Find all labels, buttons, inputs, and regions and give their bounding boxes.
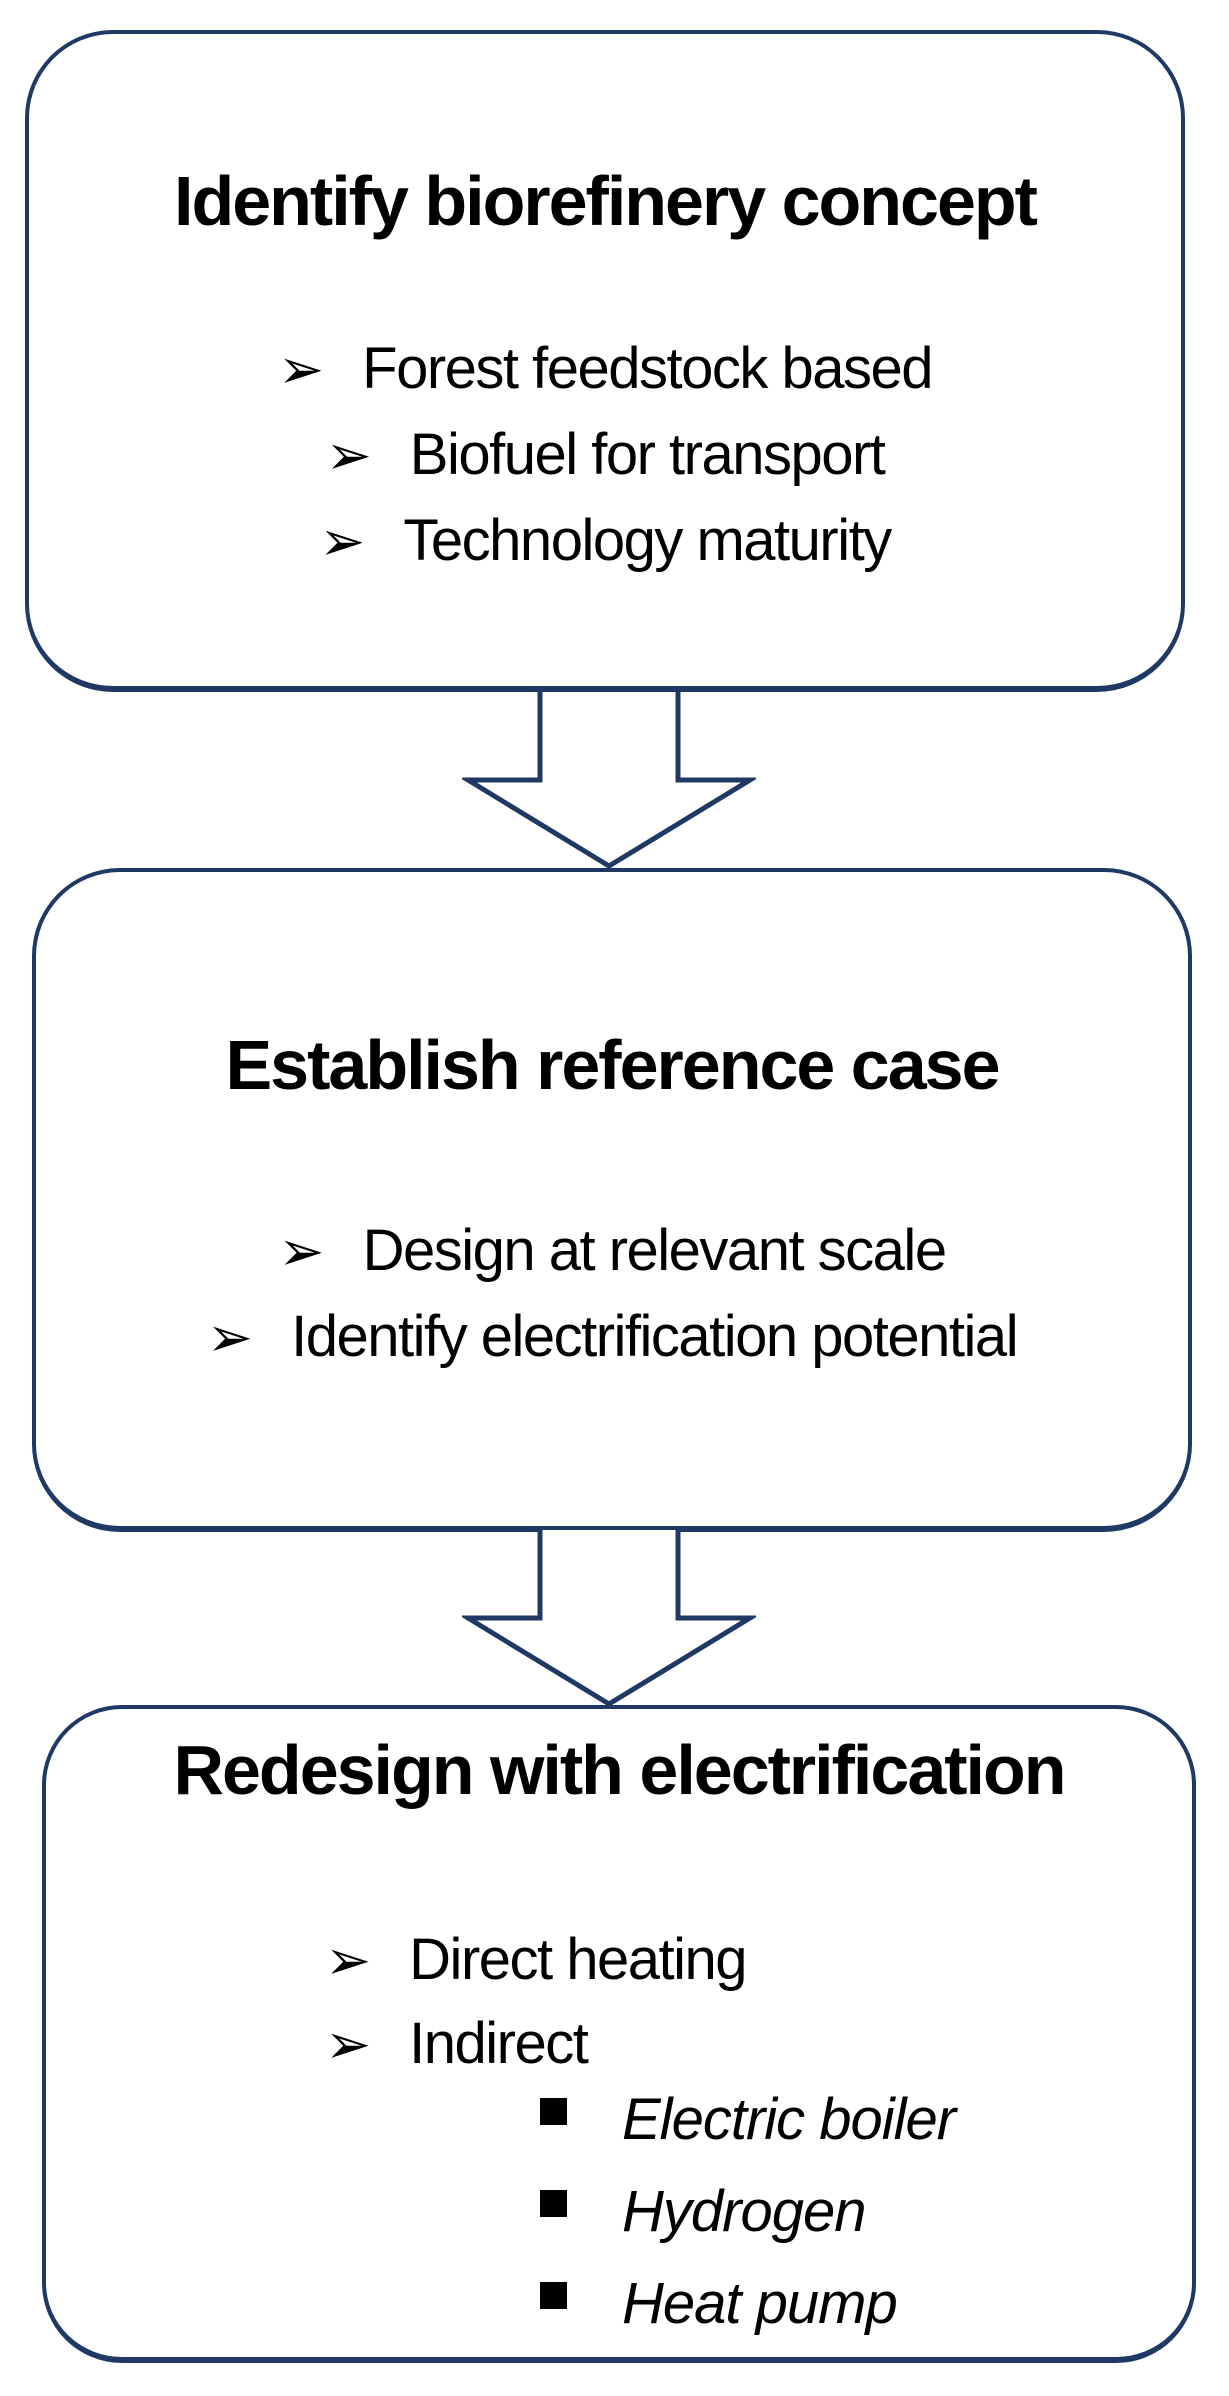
- flow-box-redesign-electrification: Redesign with electrification ➢ Direct he…: [42, 1705, 1196, 2363]
- sub-bullet-label: Heat pump: [622, 2271, 898, 2336]
- bullet-item: ➢ Forest feedstock based: [29, 326, 1181, 412]
- arrow-bullet-icon: ➢: [277, 337, 325, 401]
- arrow-bullet-icon: ➢: [325, 2012, 372, 2076]
- square-bullet-icon: [540, 2098, 567, 2125]
- bullet-label: Identify electrification potential: [291, 1304, 1019, 1369]
- square-bullet-icon: [540, 2190, 567, 2217]
- sub-bullet-list: Electric boiler Hydrogen Heat pump: [540, 2074, 956, 2350]
- down-arrow-icon: [462, 692, 756, 869]
- bullet-label: Design at relevant scale: [362, 1218, 948, 1283]
- bullet-list: ➢ Forest feedstock based ➢ Biofuel for tra…: [29, 326, 1181, 584]
- bullet-label: Indirect: [409, 2011, 589, 2076]
- bullet-label: Direct heating: [409, 1927, 747, 1992]
- bullet-item: ➢ Direct heating: [325, 1918, 748, 2002]
- bullet-label: Biofuel for transport: [409, 422, 886, 487]
- sub-bullet-label: Hydrogen: [622, 2179, 866, 2244]
- sub-bullet-item: Hydrogen: [540, 2166, 955, 2258]
- arrow-bullet-icon: ➢: [319, 509, 366, 573]
- sub-bullet-item: Heat pump: [540, 2258, 955, 2350]
- box-title: Redesign with electrification: [173, 1731, 1066, 1809]
- box-title: Identify biorefinery concept: [174, 162, 1038, 240]
- bullet-item: ➢ Design at relevant scale: [36, 1208, 1188, 1294]
- square-bullet-icon: [540, 2282, 567, 2309]
- sub-bullet-label: Electric boiler: [622, 2087, 956, 2152]
- box-title: Establish reference case: [225, 1026, 1000, 1104]
- bullet-list: ➢ Direct heating ➢ Indirect: [325, 1918, 748, 2086]
- flow-box-identify-concept: Identify biorefinery concept ➢ Forest fee…: [25, 30, 1185, 692]
- bullet-item: ➢ Biofuel for transport: [29, 412, 1181, 498]
- arrow-bullet-icon: ➢: [206, 1305, 254, 1369]
- down-arrow-icon: [462, 1530, 756, 1707]
- arrow-bullet-icon: ➢: [325, 1928, 372, 1992]
- bullet-label: Forest feedstock based: [362, 336, 933, 401]
- bullet-item: ➢ Identify electrification potential: [36, 1294, 1188, 1380]
- bullet-label: Technology maturity: [403, 508, 892, 573]
- bullet-list: ➢ Design at relevant scale ➢ Identify elec…: [36, 1208, 1188, 1380]
- sub-bullet-item: Electric boiler: [540, 2074, 956, 2166]
- arrow-bullet-icon: ➢: [325, 423, 372, 487]
- bullet-item: ➢ Indirect: [325, 2002, 746, 2086]
- arrow-bullet-icon: ➢: [278, 1219, 325, 1283]
- bullet-item: ➢ Technology maturity: [29, 498, 1181, 584]
- flow-box-reference-case: Establish reference case ➢ Design at rele…: [32, 868, 1192, 1532]
